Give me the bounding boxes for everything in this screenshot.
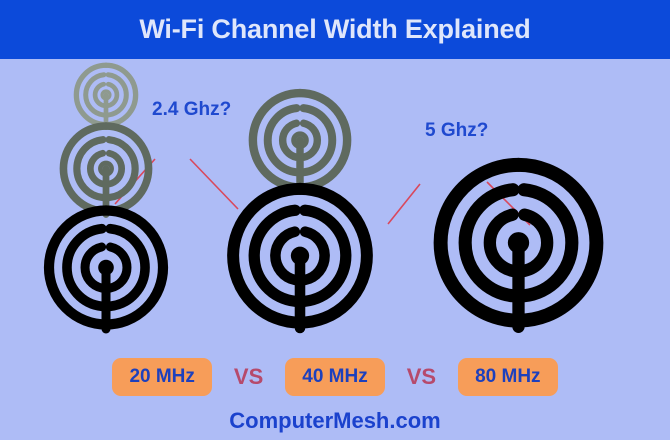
antenna-arc (263, 104, 301, 177)
vs-separator-1: VS (233, 364, 264, 389)
antenna-arc (62, 223, 107, 312)
antenna-arc (458, 183, 519, 303)
antenna-arc (80, 242, 107, 293)
badge-row: 20 MHz VS 40 MHz VS 80 MHz (0, 357, 670, 397)
antenna-group-40mhz (200, 72, 400, 335)
wifi-signal-icon-large (43, 205, 169, 334)
antenna-hub-dot (507, 232, 529, 254)
antenna-group-80mhz (418, 130, 618, 335)
antenna-arc (294, 182, 373, 329)
antenna-arc (299, 226, 330, 286)
antenna-arc (483, 208, 519, 277)
antenna-arc (105, 72, 129, 118)
antenna-arc (517, 208, 553, 277)
antenna-arc (73, 135, 107, 201)
antenna-arc (511, 157, 603, 328)
antenna-hub-dot (290, 246, 310, 265)
frequency-label-2-4ghz: 2.4 Ghz? (152, 99, 232, 120)
page-title: Wi-Fi Channel Width Explained (139, 14, 531, 44)
footer: ComputerMesh.com (0, 410, 670, 433)
antenna-hub-dot (98, 259, 114, 276)
antenna-arc (105, 81, 120, 108)
antenna-hub-dot (98, 160, 114, 177)
wifi-signal-icon-large (227, 182, 373, 334)
antenna-arc (433, 157, 525, 328)
antenna-hub-dot (100, 89, 112, 101)
wifi-signal-icon-small (73, 62, 139, 130)
vs-separator-2: VS (406, 364, 437, 389)
wifi-signal-icon-medium (248, 89, 352, 195)
antenna-arc (227, 182, 306, 329)
diagram-stage: 2.4 Ghz? 5 Ghz? 20 MHz VS 40 MHz VS 80 M… (0, 59, 670, 440)
antenna-arc (105, 149, 125, 187)
antenna-arc (278, 119, 301, 162)
antenna-arc (299, 204, 352, 307)
badge-20mhz[interactable]: 20 MHz (112, 358, 212, 396)
antenna-arc (102, 121, 153, 215)
antenna-arc (248, 89, 305, 192)
antenna-arc (73, 62, 109, 128)
antenna-arc (270, 226, 301, 286)
antenna-arc (517, 183, 578, 303)
antenna-arc (87, 149, 107, 187)
antenna-hub-dot (291, 131, 309, 150)
site-name: ComputerMesh.com (229, 408, 441, 433)
antenna-arc (103, 62, 139, 128)
badge-80mhz[interactable]: 80 MHz (458, 358, 558, 396)
antenna-arc (299, 119, 322, 162)
header-bar: Wi-Fi Channel Width Explained (0, 0, 670, 59)
antenna-arc (105, 242, 132, 293)
antenna-arc (105, 135, 139, 201)
antenna-arc (248, 204, 301, 307)
antenna-arc (105, 223, 150, 312)
frequency-label-5ghz: 5 Ghz? (425, 120, 489, 141)
wifi-signal-icon-medium (59, 121, 153, 218)
antenna-arc (43, 205, 112, 330)
antenna-arc (299, 104, 337, 177)
antenna-arc (59, 121, 110, 215)
antenna-group-20mhz (6, 52, 206, 335)
antenna-arc (295, 89, 352, 192)
wifi-signal-icon-large (433, 157, 603, 333)
badge-40mhz[interactable]: 40 MHz (285, 358, 385, 396)
antenna-arc (92, 81, 107, 108)
antenna-arc (100, 205, 169, 330)
antenna-arc (83, 72, 107, 118)
